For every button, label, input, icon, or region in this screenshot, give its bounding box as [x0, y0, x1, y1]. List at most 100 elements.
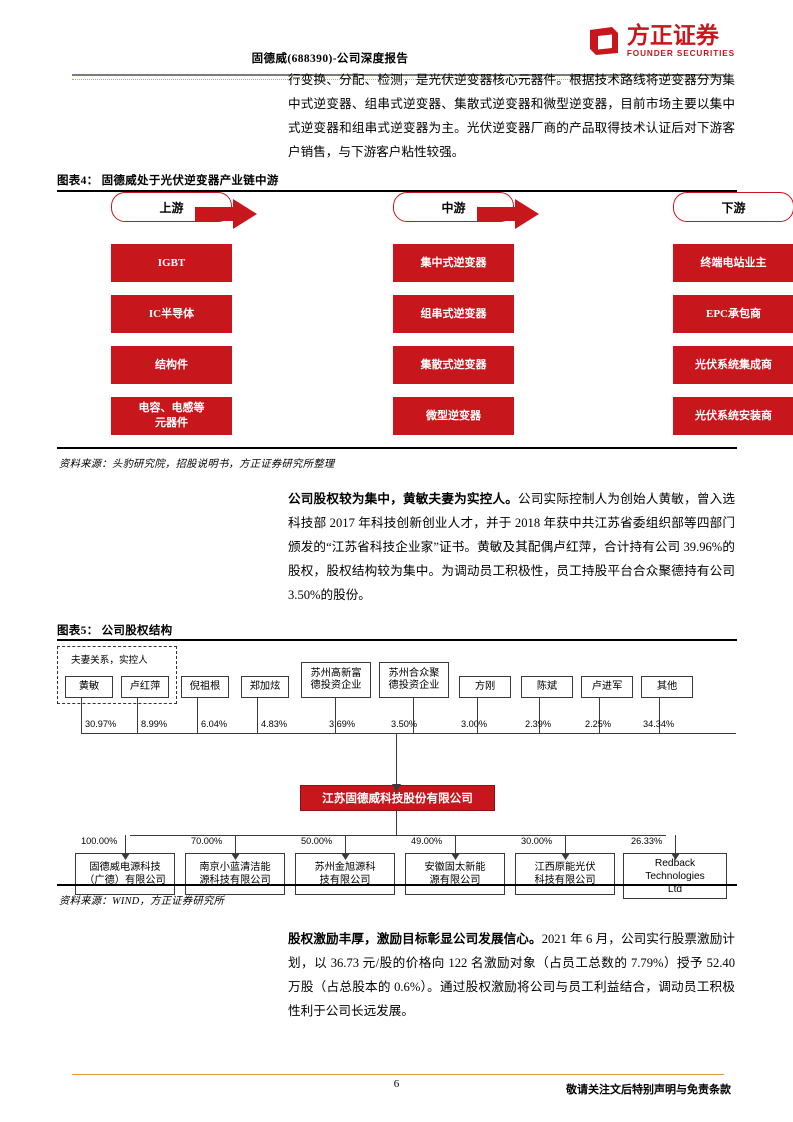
shareholder-connector — [81, 698, 82, 733]
shareholder-connector — [335, 698, 336, 733]
shareholder-box: 倪祖根 — [181, 676, 229, 698]
value-chain-item: EPC承包商 — [673, 295, 793, 333]
subsidiary-percentage: 100.00% — [81, 836, 118, 846]
figure5-source: 资料来源：WIND，方正证券研究所 — [59, 896, 225, 907]
subsidiary-connector — [455, 835, 456, 853]
shareholder-percentage: 4.83% — [261, 719, 288, 729]
subsidiary-arrow-icon — [561, 847, 570, 865]
subsidiary-connector — [345, 835, 346, 853]
value-chain-item: 集散式逆变器 — [393, 346, 514, 384]
footer-divider — [72, 1074, 724, 1075]
shareholder-connector — [413, 698, 414, 733]
page-header: 固德威(688390)-公司深度报告 方正证券 FOUNDER SECURITI… — [0, 18, 793, 80]
subsidiary-arrow-icon — [451, 847, 460, 865]
header-divider — [72, 74, 724, 76]
shareholder-percentage: 8.99% — [141, 719, 168, 729]
shareholder-box: 郑加炫 — [241, 676, 289, 698]
subsidiary-connector — [235, 835, 236, 853]
shareholder-percentage: 3.69% — [329, 719, 356, 729]
shareholder-box: 卢进军 — [581, 676, 633, 698]
logo-english-name: FOUNDER SECURITIES — [626, 49, 735, 58]
value-chain-stage-header: 下游 — [673, 192, 793, 222]
subsidiary-arrow-icon — [231, 847, 240, 865]
subsidiary-box: 安徽固太新能源有限公司 — [405, 853, 505, 895]
logo-chinese-name: 方正证券 — [626, 22, 719, 48]
subsidiary-percentage: 26.33% — [631, 836, 663, 846]
shareholder-percentage: 3.50% — [391, 719, 418, 729]
shareholder-percentage: 6.04% — [201, 719, 228, 729]
header-title: 固德威(688390)-公司深度报告 — [251, 53, 409, 65]
value-chain-item: IC半导体 — [111, 295, 232, 333]
shareholder-connector — [539, 698, 540, 733]
subsidiary-connector — [125, 835, 126, 853]
paragraph-incentive: 股权激励丰厚，激励目标彰显公司发展信心。2021 年 6 月，公司实行股票激励计… — [288, 927, 735, 1023]
figure4-source: 资料来源：头豹研究院，招股说明书，方正证券研究所整理 — [59, 459, 335, 470]
value-chain-item: 光伏系统集成商 — [673, 346, 793, 384]
figure4-title: 图表4： 固德威处于光伏逆变器产业链中游 — [57, 175, 279, 187]
subsidiary-percentage: 70.00% — [191, 836, 223, 846]
shareholder-percentage: 34.34% — [643, 719, 675, 729]
shareholder-connector — [477, 698, 478, 733]
value-chain-column-3: 下游终端电站业主 EPC承包商光伏系统集成商光伏系统安装商 — [673, 192, 793, 435]
shareholder-connector — [599, 698, 600, 733]
arrow-right-icon-2 — [477, 198, 541, 230]
parent-company-connector — [396, 733, 397, 785]
value-chain-item: 组串式逆变器 — [393, 295, 514, 333]
controlling-shareholder-group — [57, 646, 177, 704]
founder-securities-logo: 方正证券 FOUNDER SECURITIES — [587, 24, 735, 58]
shareholder-box: 苏州高新富德投资企业 — [301, 662, 371, 698]
paragraph-top: 行变换、分配、检测，是光伏逆变器核心元器件。根据技术路线将逆变器分为集中式逆变器… — [288, 73, 735, 159]
subsidiary-trunk-line — [396, 809, 397, 835]
figure4-top-rule — [57, 190, 737, 192]
shareholder-percentage: 30.97% — [85, 719, 117, 729]
subsidiary-connector — [675, 835, 676, 853]
shareholder-box: 卢红萍 — [121, 676, 169, 698]
figure5-bottom-rule — [57, 884, 737, 886]
logo-text: 方正证券 FOUNDER SECURITIES — [627, 24, 735, 58]
value-chain-item: 电容、电感等元器件 — [111, 397, 232, 435]
figure5-title: 图表5： 公司股权结构 — [57, 625, 173, 637]
shareholder-percentage: 3.00% — [461, 719, 488, 729]
shareholder-box: 苏州合众聚德投资企业 — [379, 662, 449, 698]
parent-arrow-icon — [392, 779, 401, 797]
subsidiary-percentage: 50.00% — [301, 836, 333, 846]
paragraph-incentive-lead: 股权激励丰厚，激励目标彰显公司发展信心。 — [288, 932, 542, 946]
value-chain-item: 光伏系统安装商 — [673, 397, 793, 435]
paragraph-ownership: 公司股权较为集中，黄敏夫妻为实控人。公司实际控制人为创始人黄敏，曾入选科技部 2… — [288, 487, 735, 607]
shareholder-percentage: 2.25% — [585, 719, 612, 729]
figure5-top-rule — [57, 639, 737, 641]
subsidiary-box: 苏州金旭源科技有限公司 — [295, 853, 395, 895]
value-chain-item: 结构件 — [111, 346, 232, 384]
paragraph-ownership-lead: 公司股权较为集中，黄敏夫妻为实控人。 — [288, 492, 518, 506]
value-chain-item: 微型逆变器 — [393, 397, 514, 435]
parent-company-box: 江苏固德威科技股份有限公司 — [300, 785, 495, 811]
subsidiary-arrow-icon — [671, 847, 680, 865]
controlling-shareholder-label: 夫妻关系，实控人 — [71, 655, 148, 666]
subsidiary-percentage: 30.00% — [521, 836, 553, 846]
subsidiary-percentage: 49.00% — [411, 836, 443, 846]
subsidiary-arrow-icon — [341, 847, 350, 865]
shareholder-connector — [257, 698, 258, 733]
shareholder-percentage: 2.39% — [525, 719, 552, 729]
shareholder-connector — [659, 698, 660, 733]
shareholder-box: 陈斌 — [521, 676, 573, 698]
paragraph-ownership-body: 公司实际控制人为创始人黄敏，曾入选科技部 2017 年科技创新创业人才，并于 2… — [288, 492, 736, 602]
value-chain-item: 终端电站业主 — [673, 244, 793, 282]
header-divider-dotted — [72, 79, 724, 81]
arrow-right-icon-1 — [195, 198, 259, 230]
shareholder-connector — [137, 698, 138, 733]
subsidiary-box: 江西原能光伏科技有限公司 — [515, 853, 615, 895]
footer-disclaimer: 敬请关注文后特别声明与免责条款 — [566, 1084, 731, 1096]
page-number: 6 — [393, 1078, 400, 1090]
subsidiary-bus-line — [130, 835, 666, 836]
value-chain-item: IGBT — [111, 244, 232, 282]
shareholder-box: 黄敏 — [65, 676, 113, 698]
figure5-ownership-diagram: 黄敏 30.97% 卢红萍 8.99% 倪祖根 6.04% 郑加炫 4.83% 苏州高新富德投资… — [57, 640, 737, 899]
figure4-bottom-rule — [57, 447, 737, 449]
shareholder-box: 方刚 — [459, 676, 511, 698]
shareholder-bus-line — [81, 733, 736, 734]
